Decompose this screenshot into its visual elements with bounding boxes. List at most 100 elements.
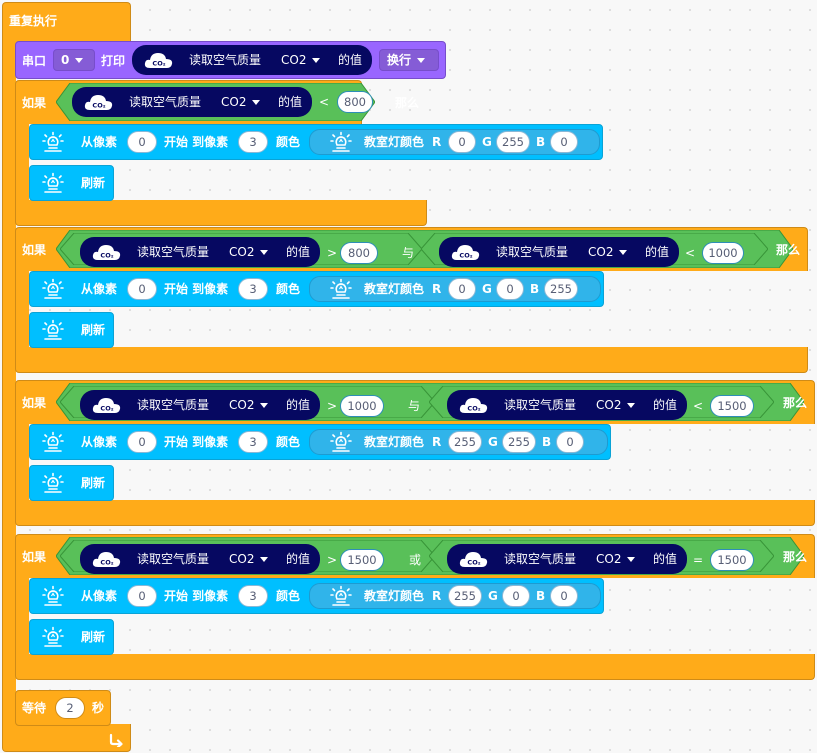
co2-cloud-icon: CO₂ — [92, 245, 121, 260]
compare-value-input[interactable]: 1000 — [340, 395, 384, 417]
b-label: B — [536, 135, 546, 149]
sensor-label: 读取空气质量 — [504, 398, 577, 412]
sensor-label: 读取空气质量 — [129, 95, 202, 109]
gas-dropdown[interactable]: CO2 — [596, 398, 636, 412]
if-label: 如果 — [22, 550, 47, 564]
logic-join: 或 — [409, 553, 422, 567]
b-value-input[interactable]: 0 — [556, 431, 584, 453]
compare-value-input[interactable]: 800 — [337, 91, 373, 113]
refresh-label: 刷新 — [81, 630, 106, 644]
led-bulb-icon — [42, 431, 64, 452]
led-to-label: 开始 到像素 — [164, 135, 229, 149]
led-from-label: 从像素 — [81, 589, 118, 603]
compare-op: > — [327, 246, 338, 260]
led-from-input[interactable]: 0 — [127, 131, 157, 153]
if-left-strip — [15, 574, 29, 659]
led-from-input[interactable]: 0 — [127, 585, 157, 607]
led-bulb-icon — [330, 278, 352, 299]
logic-join: 与 — [402, 246, 415, 260]
b-value-input[interactable]: 0 — [550, 131, 578, 153]
g-value-input[interactable]: 0 — [496, 278, 524, 300]
svg-text:CO₂: CO₂ — [92, 102, 105, 110]
serial-port-dropdown[interactable]: 0 — [53, 49, 95, 71]
compare-value-input[interactable]: 1000 — [702, 242, 744, 264]
if-block-end — [15, 347, 808, 373]
co2-cloud-icon: CO₂ — [144, 53, 173, 68]
led-to-input[interactable]: 3 — [238, 585, 268, 607]
compare-value-input[interactable]: 800 — [340, 242, 378, 264]
led-from-input[interactable]: 0 — [127, 431, 157, 453]
g-value-input[interactable]: 255 — [496, 131, 530, 153]
if-left-strip — [15, 420, 29, 505]
then-label: 那么 — [395, 96, 420, 110]
sensor-reporter[interactable]: CO₂ 读取空气质量 CO2 的值 — [80, 544, 320, 574]
gas-dropdown[interactable]: CO2 — [588, 245, 628, 259]
sensor-label: 读取空气质量 — [504, 552, 577, 566]
refresh-label: 刷新 — [81, 476, 106, 490]
if-label: 如果 — [22, 396, 47, 410]
compare-op: = — [693, 553, 704, 567]
g-value-input[interactable]: 0 — [502, 585, 530, 607]
gas-dropdown[interactable]: CO2 — [229, 245, 269, 259]
compare-value-input[interactable]: 1500 — [340, 549, 384, 571]
room-color-label: 教室灯颜色 — [364, 589, 425, 603]
b-value-input[interactable]: 255 — [544, 278, 578, 300]
led-bulb-icon — [42, 319, 64, 340]
r-value-input[interactable]: 0 — [448, 131, 476, 153]
compare-op: > — [327, 399, 338, 413]
sensor-reporter[interactable]: CO₂ 读取空气质量 CO2 的值 — [447, 390, 687, 420]
sensor-suffix: 的值 — [653, 398, 678, 412]
sensor-reporter[interactable]: CO₂ 读取空气质量 CO2 的值 — [447, 544, 687, 574]
g-value-input[interactable]: 255 — [502, 431, 536, 453]
sensor-suffix: 的值 — [645, 245, 670, 259]
sensor-reporter[interactable]: CO₂ 读取空气质量 CO2 的值 — [439, 237, 679, 267]
g-label: G — [488, 589, 498, 603]
led-to-input[interactable]: 3 — [238, 431, 268, 453]
b-value-input[interactable]: 0 — [550, 585, 578, 607]
gas-dropdown[interactable]: CO2 — [229, 398, 269, 412]
r-label: R — [432, 589, 442, 603]
gas-dropdown[interactable]: CO2 — [221, 95, 261, 109]
r-value-input[interactable]: 0 — [448, 278, 476, 300]
gas-dropdown[interactable]: CO2 — [229, 552, 269, 566]
chevron-down-icon — [260, 557, 269, 562]
led-to-input[interactable]: 3 — [238, 278, 268, 300]
compare-value-input[interactable]: 1500 — [710, 395, 754, 417]
led-color-label: 颜色 — [276, 435, 301, 449]
chevron-down-icon — [312, 58, 321, 63]
r-value-input[interactable]: 255 — [448, 431, 482, 453]
if-block-end — [15, 500, 815, 526]
g-label: G — [482, 135, 492, 149]
forever-footer[interactable] — [2, 724, 131, 752]
wait-seconds-input[interactable]: 2 — [55, 697, 85, 719]
then-label: 那么 — [783, 550, 808, 564]
chevron-down-icon — [619, 250, 628, 255]
gas-dropdown[interactable]: CO2 — [281, 53, 321, 67]
led-refresh-block[interactable] — [29, 465, 114, 501]
led-to-label: 开始 到像素 — [164, 435, 229, 449]
newline-dropdown[interactable]: 换行 — [379, 49, 439, 71]
logic-join: 与 — [408, 399, 421, 413]
led-refresh-block[interactable] — [29, 619, 114, 655]
led-refresh-block[interactable] — [29, 312, 114, 348]
room-color-label: 教室灯颜色 — [364, 135, 425, 149]
sensor-suffix: 的值 — [338, 53, 363, 67]
led-to-input[interactable]: 3 — [238, 131, 268, 153]
sensor-label: 读取空气质量 — [137, 245, 210, 259]
led-from-label: 从像素 — [81, 135, 118, 149]
wait-label: 等待 — [22, 701, 47, 715]
sensor-suffix: 的值 — [286, 398, 311, 412]
sensor-reporter[interactable]: CO₂ 读取空气质量 CO2 的值 — [132, 45, 372, 75]
b-label: B — [542, 435, 552, 449]
compare-value-input[interactable]: 1500 — [710, 549, 754, 571]
led-refresh-block[interactable] — [29, 165, 114, 201]
led-from-input[interactable]: 0 — [127, 278, 157, 300]
sensor-reporter[interactable]: CO₂ 读取空气质量 CO2 的值 — [72, 87, 312, 117]
loop-arrow-icon — [109, 733, 123, 747]
sensor-reporter[interactable]: CO₂ 读取空气质量 CO2 的值 — [80, 237, 320, 267]
svg-text:CO₂: CO₂ — [467, 405, 480, 413]
gas-dropdown[interactable]: CO2 — [596, 552, 636, 566]
r-value-input[interactable]: 255 — [448, 585, 482, 607]
sensor-reporter[interactable]: CO₂ 读取空气质量 CO2 的值 — [80, 390, 320, 420]
forever-block[interactable] — [2, 2, 131, 42]
